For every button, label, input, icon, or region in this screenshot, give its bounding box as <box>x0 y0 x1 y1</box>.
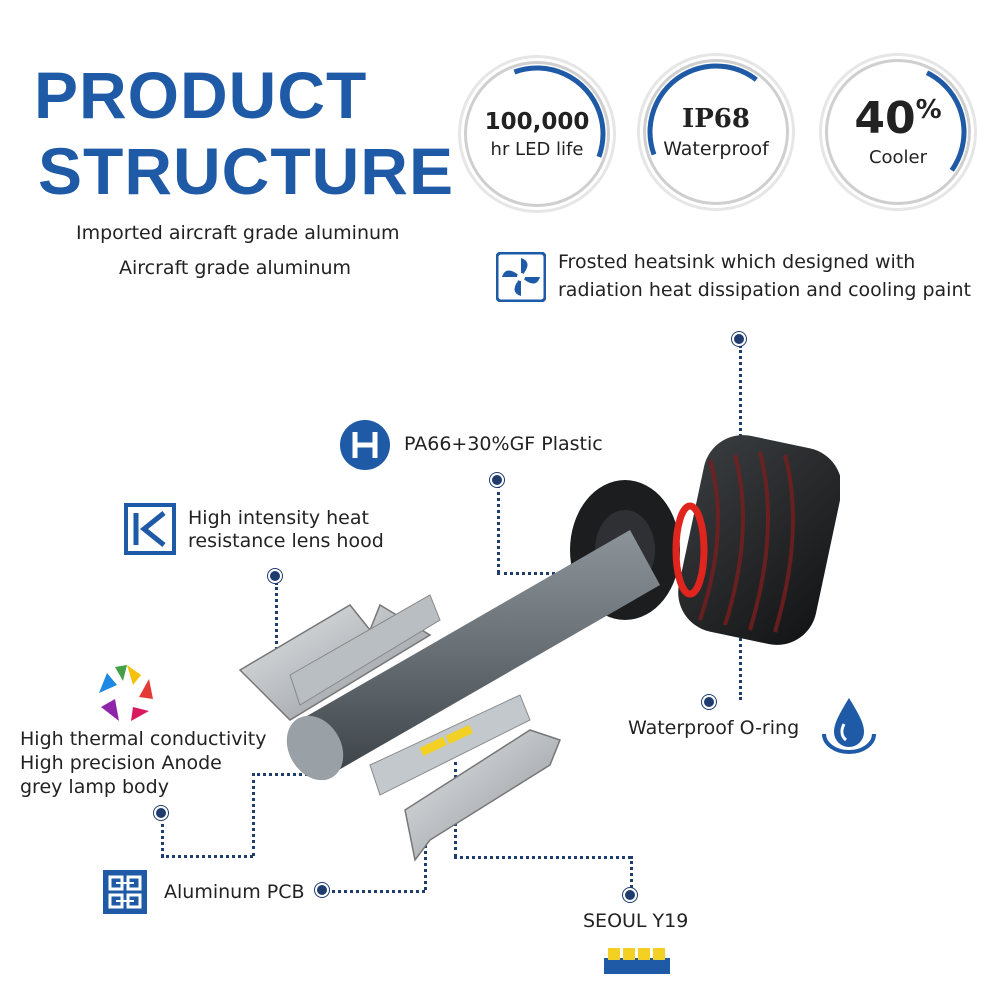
plastic-icon <box>340 420 390 470</box>
pcb-leader-v <box>424 815 427 890</box>
badge-ring <box>829 63 967 201</box>
plastic-label: PA66+30%GF Plastic <box>404 433 603 455</box>
body-leader-h2 <box>252 773 332 776</box>
badge-cooler-top: 40% <box>854 94 942 141</box>
plastic-leader-h <box>497 572 597 575</box>
plastic-pin <box>492 475 502 485</box>
pcb-pin <box>317 885 327 895</box>
title-line-2: STRUCTURE <box>38 134 454 208</box>
material-line-2: Aircraft grade aluminum <box>119 257 352 279</box>
water-drop-icon <box>822 698 876 754</box>
body-leader-h1 <box>161 855 253 858</box>
heatsink <box>678 435 840 645</box>
pcb-icon <box>103 870 147 914</box>
heatsink-pin <box>734 334 744 344</box>
chip-pin <box>625 890 635 900</box>
led-chip <box>445 724 473 745</box>
badge-waterproof: IP68 Waterproof <box>646 62 786 202</box>
badge-cooler: 40% Cooler <box>828 62 968 202</box>
lens-line-1: High intensity heat <box>188 507 369 529</box>
color-ring-icon <box>99 665 153 721</box>
title-line-1: PRODUCT <box>34 58 368 132</box>
chip-icon <box>604 948 670 974</box>
lamp-body <box>300 530 660 775</box>
badge-cooler-value: 40 <box>854 92 916 144</box>
chip-leader-h <box>454 856 631 859</box>
chip-label: SEOUL Y19 <box>583 910 689 932</box>
badge-waterproof-top: IP68 <box>682 104 750 134</box>
chip-leader-v2 <box>630 856 633 894</box>
badge-cooler-suffix: % <box>915 94 942 125</box>
lamp-body-tip <box>286 715 344 781</box>
material-line-1: Imported aircraft grade aluminum <box>76 222 400 244</box>
badge-led-life-bottom: hr LED life <box>490 138 584 160</box>
badge-led-life: 100,000 hr LED life <box>467 64 607 204</box>
pcb-top <box>289 594 441 706</box>
heatsink-line-1: Frosted heatsink which designed with <box>558 251 916 273</box>
lens-leader <box>275 582 278 667</box>
o-ring <box>672 502 708 598</box>
pcb-label: Aluminum PCB <box>164 881 305 903</box>
body-pin <box>156 808 166 818</box>
lens-line-2: resistance lens hood <box>188 530 384 552</box>
plastic-leader-v <box>497 485 500 573</box>
badge-ring <box>647 63 785 201</box>
led-chip <box>419 736 447 757</box>
heatsink-line-2: radiation heat dissipation and cooling p… <box>558 279 971 301</box>
lens-pin <box>270 571 280 581</box>
badge-cooler-bottom: Cooler <box>868 146 928 168</box>
led-bulb-illustration <box>238 435 840 862</box>
pcb-bottom <box>369 694 531 796</box>
fan-icon <box>496 252 546 302</box>
body-line-3: grey lamp body <box>20 776 169 798</box>
body-line-1: High thermal conductivity <box>20 728 267 750</box>
oring-pin <box>704 697 714 707</box>
body-leader-v2 <box>252 773 255 856</box>
pcb-leader-h <box>325 890 425 893</box>
body-line-2: High precision Anode <box>20 752 222 774</box>
oring-label: Waterproof O-ring <box>628 717 800 739</box>
lens-hood-bottom <box>404 729 561 862</box>
badge-ring <box>468 65 606 203</box>
lens-hood-icon <box>124 503 176 555</box>
badge-led-life-top: 100,000 <box>484 108 590 135</box>
badge-waterproof-bottom: Waterproof <box>663 138 769 160</box>
body-leader-v1 <box>161 817 164 857</box>
